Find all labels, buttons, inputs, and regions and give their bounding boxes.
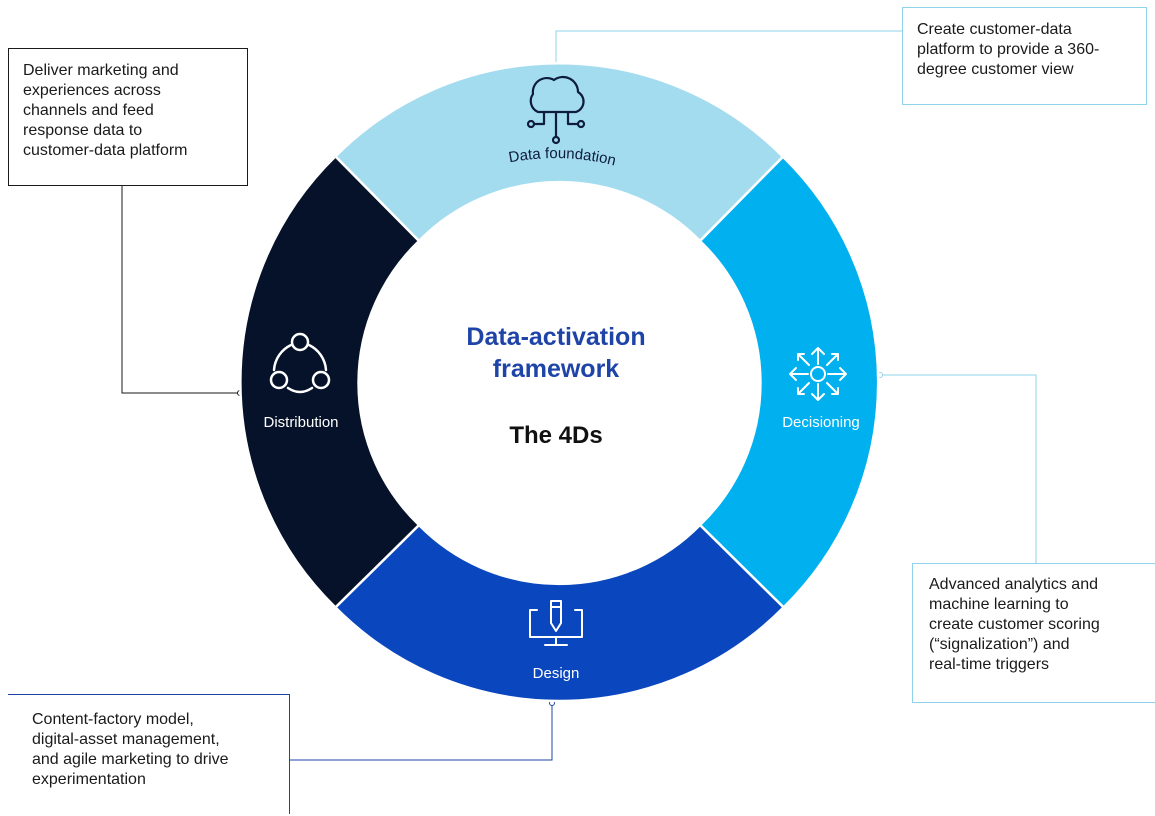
note-line: real-time triggers (929, 656, 1050, 673)
connector-distribution (121, 186, 240, 394)
segment-design (333, 523, 786, 703)
note-data-foundation: Create customer-data platform to provide… (902, 7, 1147, 105)
arrows-out-icon (789, 347, 847, 401)
note-line: platform to provide a 360- (917, 41, 1100, 58)
segment-label-design: Design (533, 665, 580, 682)
note-design: Content-factory model, digital-asset man… (8, 694, 290, 814)
note-line: degree customer view (917, 61, 1074, 78)
note-line: Deliver marketing and (23, 62, 179, 79)
note-line: Content-factory model, (32, 711, 194, 728)
note-line: (“signalization”) and (929, 636, 1070, 653)
note-line: customer-data platform (23, 142, 188, 159)
note-line: experiences across (23, 82, 161, 99)
note-line: create customer scoring (929, 616, 1100, 633)
note-line: and agile marketing to drive (32, 751, 229, 768)
segment-label-decisioning: Decisioning (782, 414, 860, 431)
monitor-pen-icon (529, 600, 583, 646)
note-line: digital-asset management, (32, 731, 220, 748)
center-subtitle: The 4Ds (509, 422, 602, 449)
cloud-network-icon (526, 75, 586, 145)
note-line: Advanced analytics and (929, 576, 1098, 593)
network-nodes-icon (269, 332, 331, 394)
connector-design (290, 703, 553, 761)
note-line: channels and feed (23, 102, 154, 119)
note-line: Create customer-data (917, 21, 1072, 38)
segment-decisioning (698, 154, 880, 610)
note-distribution: Deliver marketing and experiences across… (8, 48, 248, 186)
center-title-line1: Data-activation (466, 323, 645, 351)
segment-data-foundation (333, 61, 785, 243)
note-line: response data to (23, 122, 143, 139)
note-line: machine learning to (929, 596, 1069, 613)
connector-foundation (555, 30, 902, 67)
center-title-line2: framework (493, 355, 620, 383)
note-line: experimentation (32, 771, 146, 788)
segment-label-distribution: Distribution (263, 414, 338, 431)
note-decisioning: Advanced analytics and machine learning … (912, 563, 1155, 703)
connector-decisioning (880, 374, 1037, 563)
